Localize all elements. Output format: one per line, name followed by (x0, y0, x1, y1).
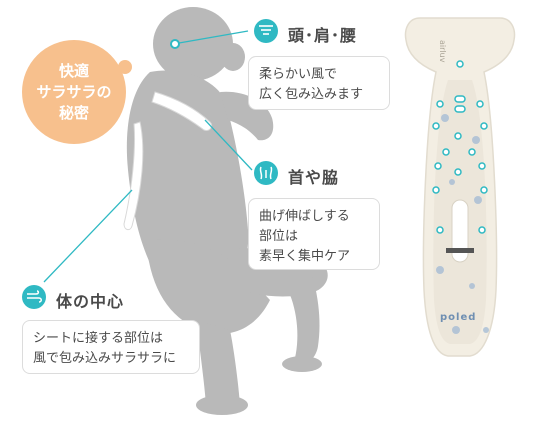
wind-icon (22, 285, 46, 309)
side-waves-icon (254, 161, 278, 185)
secret-badge: 快適 サラサラの 秘密 (22, 40, 126, 144)
badge-line: 秘密 (58, 103, 89, 122)
seat-pad (404, 17, 516, 357)
badge-line: サラサラの (36, 82, 112, 101)
seat-brand-bottom: poled (440, 312, 477, 323)
baby-silhouette (126, 7, 328, 415)
callout-lines (43, 30, 253, 283)
feature-title-body-center: 体の中心 (56, 292, 125, 311)
seat-brand-top: airluv (438, 40, 447, 63)
description-line: 部位は (259, 229, 299, 244)
description-line: 風で包み込みサラサラに (33, 351, 177, 366)
feature-description-head-shoulders-waist: 柔らかい風で 広く包み込みます (248, 56, 390, 110)
feature-title-neck-armpits: 首や脇 (288, 168, 340, 187)
description-line: 広く包み込みます (259, 87, 364, 102)
feature-title-head-shoulders-waist: 頭･肩･腰 (288, 26, 358, 45)
feature-description-neck-armpits: 曲げ伸ばしする 部位は 素早く集中ケア (248, 198, 380, 270)
description-line: 柔らかい風で (259, 67, 338, 82)
curved-layers-icon (254, 19, 278, 43)
feature-description-body-center: シートに接する部位は 風で包み込みサラサラに (22, 320, 200, 374)
description-line: 素早く集中ケア (259, 249, 351, 264)
description-line: 曲げ伸ばしする (259, 209, 350, 224)
airflow-patches (123, 91, 213, 231)
badge-line: 快適 (58, 61, 89, 80)
description-line: シートに接する部位は (33, 331, 164, 346)
